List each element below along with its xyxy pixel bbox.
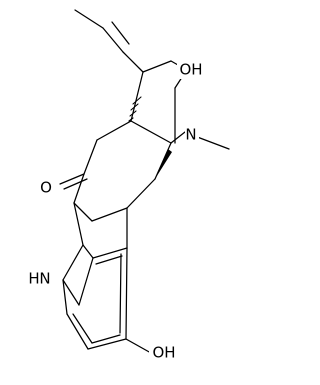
bond-c126-c127-double — [119, 253, 122, 334]
indole-core — [62, 202, 152, 354]
molecule-svg: OH N O H N OH — [28, 9, 230, 362]
hash-bond-1 — [128, 117, 134, 122]
nh-bg — [28, 270, 52, 288]
n-methyl-bg — [185, 126, 199, 142]
bond-c67-c88 — [66, 313, 89, 350]
bond-c92-c120 — [91, 207, 128, 222]
bond-c79-c93 — [78, 257, 94, 306]
hash-bond-2 — [129, 110, 137, 117]
oh-bottom-bg — [149, 344, 179, 362]
bond-c84-c74 — [73, 173, 85, 204]
bond-c63-c67 — [62, 279, 68, 315]
hash-bond-4 — [132, 96, 142, 105]
atom-labels: OH N O H N OH — [28, 61, 207, 362]
bond-c88-c126-double — [91, 334, 121, 344]
bond-c126-oh — [125, 338, 152, 354]
ketone-o-label: O — [40, 179, 52, 197]
oh-top-label: OH — [179, 61, 202, 79]
bond-c127-c155 — [126, 178, 156, 209]
nh-h-label: H — [28, 270, 39, 288]
bond-c93-c127 — [92, 247, 128, 259]
ketone-group — [59, 173, 88, 190]
bond-c84-o — [59, 173, 85, 185]
upper-ring-system — [73, 60, 230, 222]
bond-c126-c127 — [125, 247, 128, 340]
bond-c63-c79 — [62, 279, 80, 306]
bond-c131-c97 — [96, 120, 132, 141]
bond-c67-c88-double — [72, 313, 93, 344]
chemical-structure-diagram: OH N O H N OH — [28, 9, 230, 362]
n-methyl-label: N — [185, 126, 196, 144]
bond-propenyl-1 — [74, 9, 104, 29]
bond-c171-c131 — [130, 120, 172, 144]
oh-top-bg — [177, 61, 207, 79]
bond-propenyl-3 — [122, 51, 144, 73]
stereo-bonds — [128, 96, 172, 179]
propenyl-chain — [74, 9, 144, 73]
bond-c84-o-double — [63, 178, 88, 190]
nh-label: N — [39, 270, 50, 288]
bond-propenyl-2a — [102, 27, 124, 53]
bond-c83-c63 — [62, 244, 84, 281]
wedge-bond-lower — [155, 149, 172, 179]
bond-c93-c127-double — [95, 255, 123, 265]
bond-c171-c171b — [170, 131, 186, 144]
bond-c143-c171 — [142, 60, 172, 73]
ketone-o-bg — [38, 178, 54, 196]
oh-bottom-label: OH — [152, 344, 175, 362]
bond-c74-c92 — [73, 202, 93, 222]
hash-bond-3 — [130, 103, 139, 111]
bond-c97-c84 — [83, 139, 98, 175]
bond-c83-c93 — [82, 244, 94, 259]
bond-c88-c126 — [87, 338, 127, 350]
bond-propenyl-2b — [111, 21, 130, 45]
bond-c74-c83 — [73, 202, 84, 246]
